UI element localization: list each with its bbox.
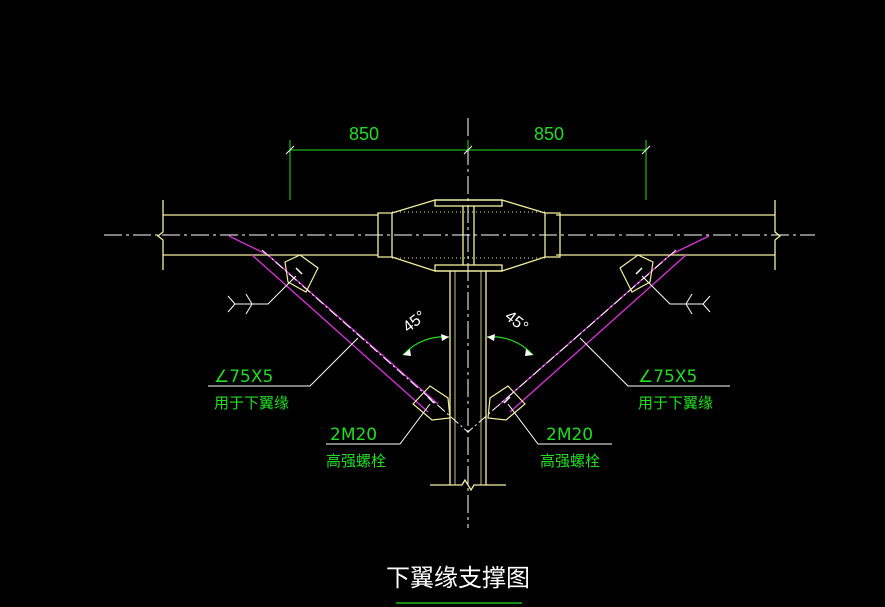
- left-brace-gusset: [228, 235, 269, 256]
- dimension-right: 850: [534, 124, 564, 144]
- left-bottom-bolt: [427, 396, 435, 404]
- left-section-leader: [208, 337, 359, 387]
- weld-symbol-right: [685, 293, 711, 315]
- right-weld-leader: [641, 275, 703, 305]
- right-bottom-bolt: [503, 396, 511, 404]
- right-top-connection-plate: [619, 254, 654, 293]
- dim-tick-mid: [463, 145, 473, 155]
- right-bolt-label: 2M20: [546, 425, 593, 445]
- beam-right-end: [774, 215, 782, 255]
- left-brace-outer: [251, 254, 429, 413]
- column: [430, 271, 506, 492]
- leaders: [208, 275, 730, 445]
- left-arrow-head-2: [403, 349, 411, 356]
- left-bolt-label: 2M20: [330, 425, 377, 445]
- right-brace-outer: [509, 254, 687, 413]
- connection-plates: [284, 254, 654, 421]
- centerlines: [104, 118, 815, 528]
- right-angle-label: 45°: [502, 308, 532, 336]
- dimensions: [285, 140, 651, 200]
- right-angle-section-label: ∠75X5: [638, 367, 697, 387]
- column-flange-top: [434, 199, 503, 207]
- weld-symbol-left: [227, 293, 253, 315]
- right-brace-axis: [467, 249, 677, 433]
- angle-arrows: [403, 334, 533, 356]
- bolts: [295, 267, 643, 404]
- left-arrow-head-1: [441, 334, 449, 341]
- left-brace-axis: [261, 249, 469, 433]
- left-top-connection-plate: [284, 254, 319, 293]
- dim-tick-left: [285, 145, 295, 155]
- dim-tick-right: [641, 145, 651, 155]
- weld-dots: [392, 211, 545, 259]
- right-bolt-type-label: 高强螺栓: [540, 452, 600, 470]
- right-arrow-head-2: [525, 349, 533, 356]
- drawing-title: 下翼缘支撑图: [386, 564, 530, 592]
- right-arrow-head-1: [487, 334, 495, 341]
- beam-left-end: [156, 215, 164, 255]
- right-usage-label: 用于下翼缘: [638, 394, 713, 412]
- left-angle-section-label: ∠75X5: [214, 367, 273, 387]
- main-beam: [156, 199, 782, 272]
- right-top-bolt: [635, 267, 643, 275]
- right-section-leader: [579, 337, 730, 387]
- right-brace-gusset: [669, 235, 710, 256]
- column-flange-bottom: [434, 264, 503, 272]
- left-bottom-connection-plate: [412, 385, 451, 421]
- weld-symbol-icon: [227, 293, 253, 315]
- left-weld-leader: [235, 275, 297, 305]
- column-break: [430, 478, 506, 492]
- right-bottom-connection-plate: [487, 385, 526, 421]
- right-bolt-leader: [507, 403, 612, 445]
- left-bolt-type-label: 高强螺栓: [326, 452, 386, 470]
- dimension-left: 850: [349, 124, 379, 144]
- brace-dash-lines: [261, 249, 677, 433]
- left-top-bolt: [295, 267, 303, 275]
- left-angle-label: 45°: [400, 308, 430, 336]
- left-bolt-leader: [326, 403, 431, 445]
- weld-symbol-icon: [685, 293, 711, 315]
- left-usage-label: 用于下翼缘: [214, 394, 289, 412]
